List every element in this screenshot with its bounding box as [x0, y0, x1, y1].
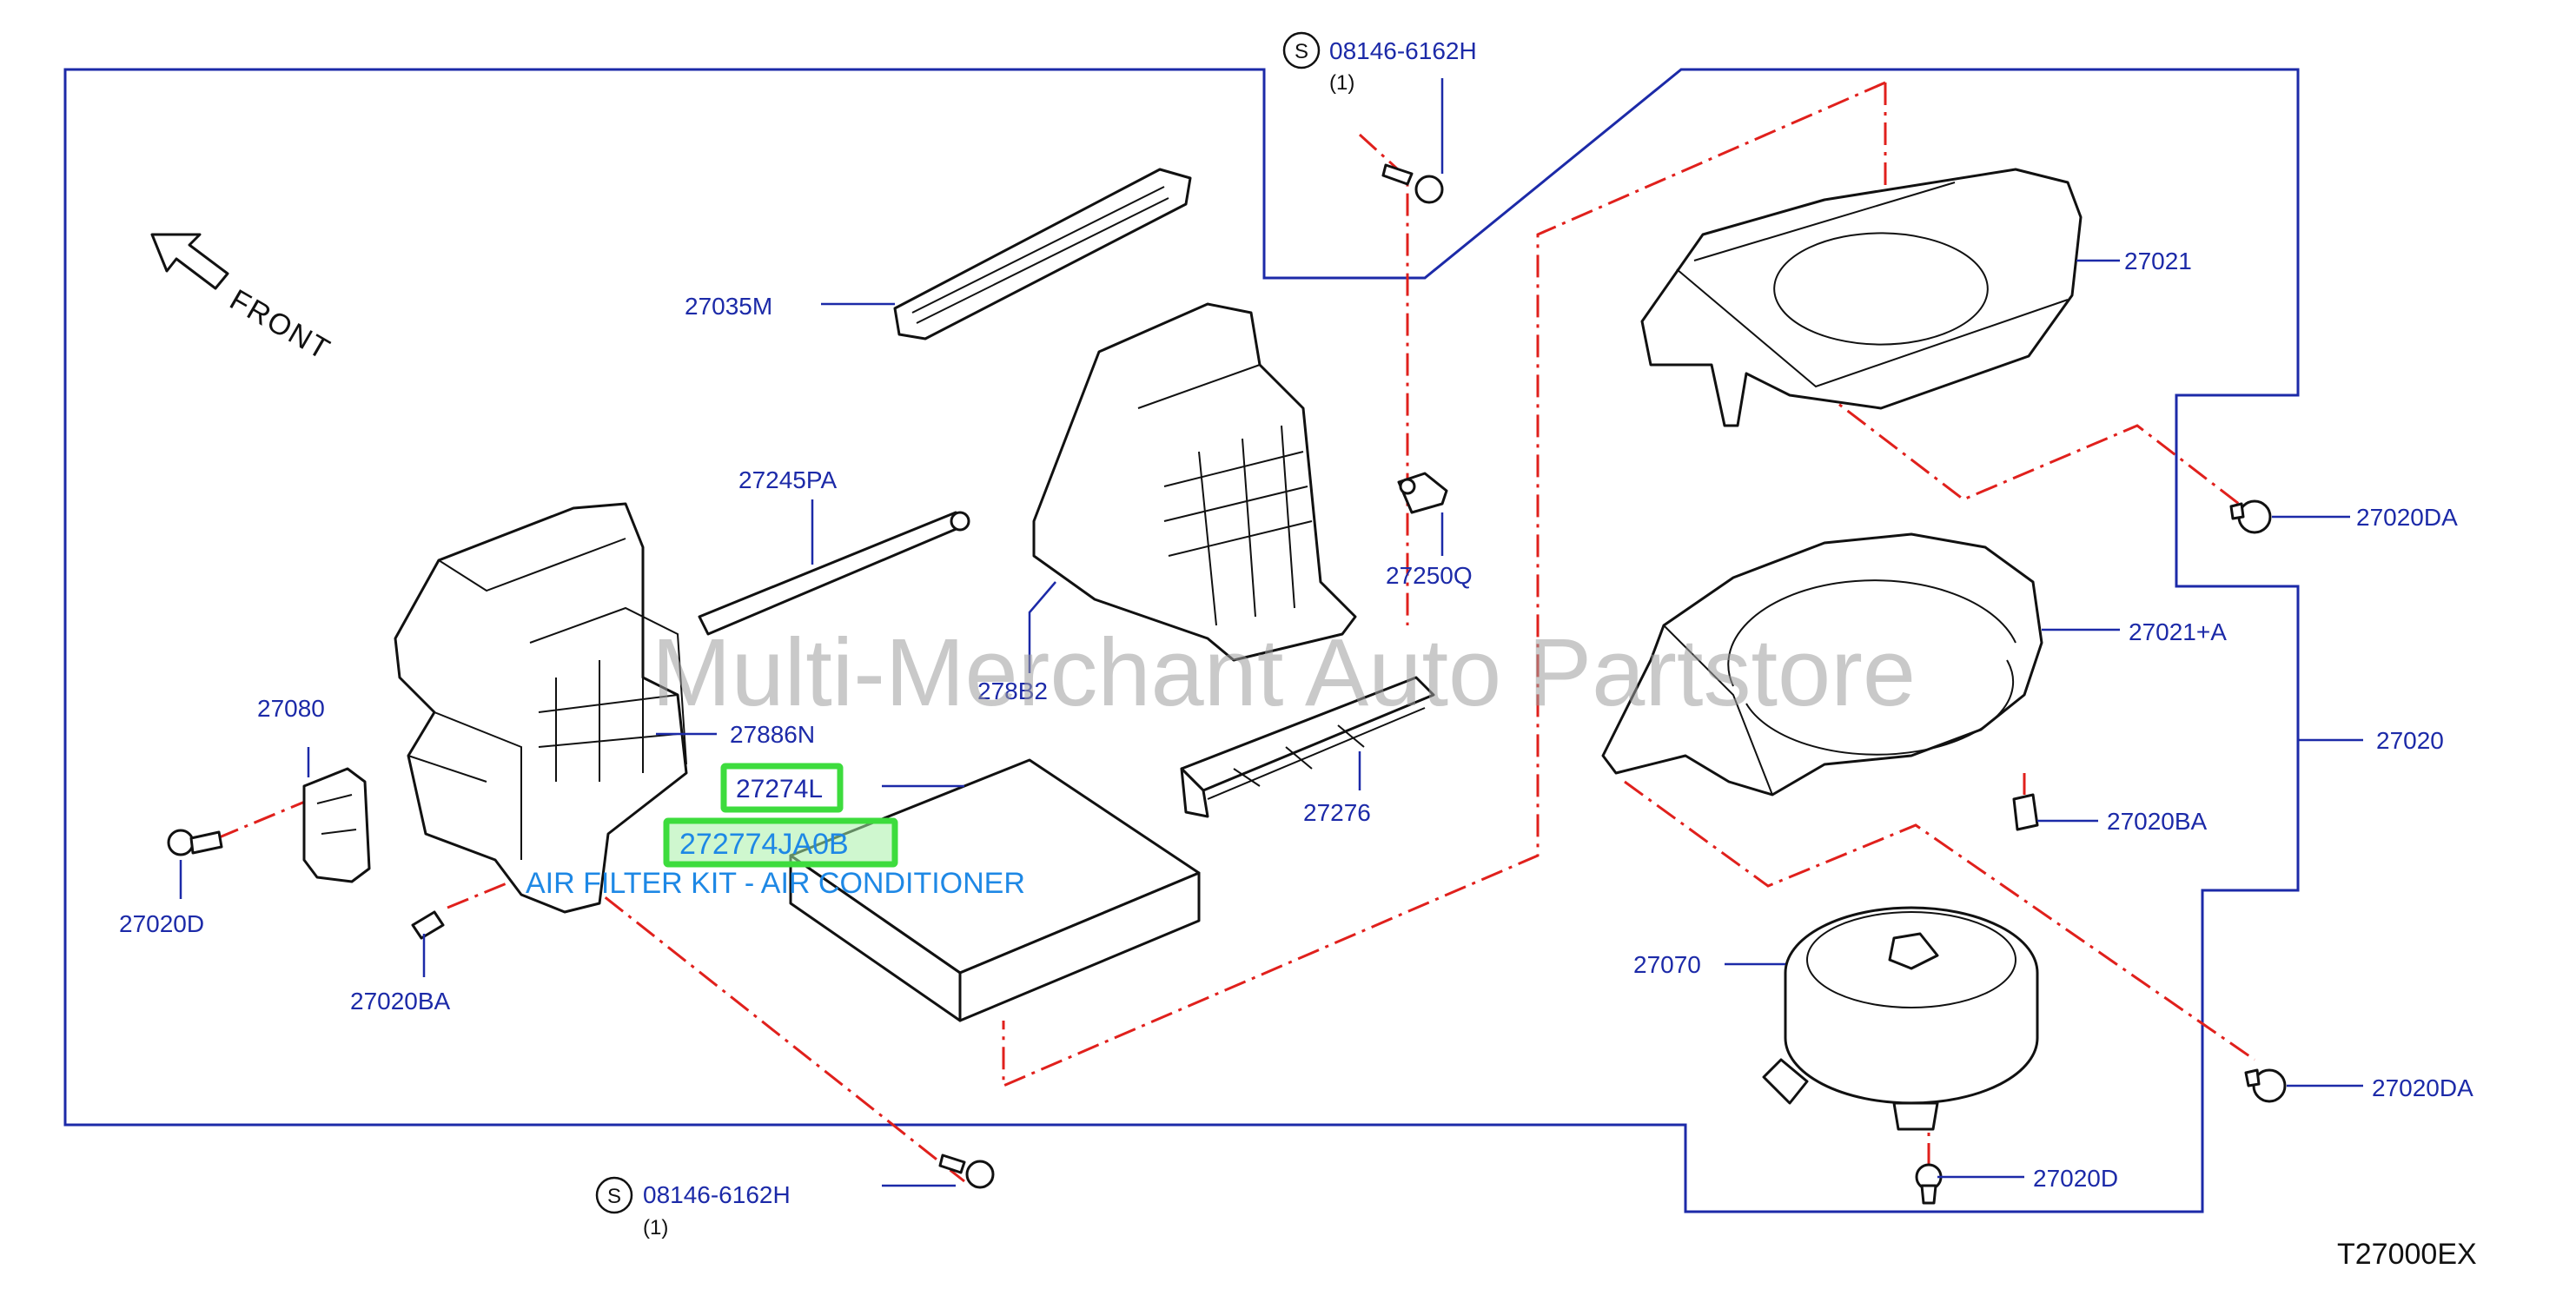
air-filter-shape [789, 758, 1201, 1022]
label-27020d-left[interactable]: 27020D [119, 910, 204, 937]
label-27080[interactable]: 27080 [257, 695, 325, 722]
label-08146-6162h-bottom[interactable]: 08146-6162H [643, 1181, 791, 1208]
label-27020[interactable]: 27020 [2376, 727, 2444, 754]
s-marker-bottom: S [607, 1185, 621, 1208]
screw-27020d-left-shape [167, 829, 223, 856]
part-278b2-shape [1032, 302, 1357, 662]
s-marker-top: S [1295, 40, 1308, 63]
part-27035m-shape [893, 168, 1192, 340]
label-27886n[interactable]: 27886N [730, 721, 815, 748]
label-27276[interactable]: 27276 [1303, 799, 1371, 826]
label-27245pa[interactable]: 27245PA [738, 466, 837, 493]
screw-callout-bottom: S 08146-6162H (1) [595, 1176, 791, 1239]
qty-top: (1) [1329, 71, 1354, 95]
part-27021a-shape [1601, 532, 2043, 797]
part-labels: 27035M 27245PA 27080 27020D 27020BA 2788… [119, 248, 2473, 1192]
part-27250q-shape [1397, 472, 1448, 514]
label-27020ba-right[interactable]: 27020BA [2107, 808, 2208, 835]
part-27080-shape [302, 767, 371, 883]
label-27274l[interactable]: 27274L [736, 775, 823, 803]
part-27245pa-shape [698, 511, 970, 636]
assembly-boundary [63, 68, 2300, 1213]
clip-27020ba-left-shape [411, 910, 445, 940]
leader-lines [179, 78, 2363, 1187]
label-27020da-top[interactable]: 27020DA [2356, 504, 2458, 531]
label-27250q[interactable]: 27250Q [1386, 562, 1473, 589]
front-arrow: FRONT [150, 233, 336, 367]
front-label: FRONT [224, 283, 336, 367]
highlight-272774ja0b[interactable]: 272774JA0B [663, 817, 898, 868]
label-27021a[interactable]: 27021+A [2129, 618, 2227, 645]
part-27021-shape [1640, 168, 2083, 427]
clip-27020ba-right-shape [2012, 793, 2039, 831]
screw-27020da-top-shape [2229, 499, 2272, 534]
highlight-caption: AIR FILTER KIT - AIR CONDITIONER [526, 867, 1025, 900]
screw-top-shape [1381, 163, 1444, 204]
label-27035m[interactable]: 27035M [685, 293, 772, 320]
label-278b2[interactable]: 278B2 [977, 678, 1048, 704]
watermark: Multi-Merchant Auto Partstore [652, 619, 1916, 726]
screw-bottom-shape [938, 1153, 995, 1189]
label-27020d-bottom[interactable]: 27020D [2033, 1165, 2118, 1192]
label-08146-6162h-top[interactable]: 08146-6162H [1329, 37, 1477, 64]
label-27070[interactable]: 27070 [1633, 951, 1701, 978]
drawing-code: T27000EX [2337, 1238, 2477, 1271]
screw-callout-top: S 08146-6162H (1) [1282, 31, 1477, 95]
label-27020da-bottom[interactable]: 27020DA [2372, 1074, 2473, 1101]
screw-27020d-bottom-shape [1915, 1163, 1943, 1205]
part-27070-shape [1762, 906, 2039, 1131]
qty-bottom: (1) [643, 1216, 668, 1239]
label-27020ba-left[interactable]: 27020BA [350, 988, 451, 1015]
part-27276-shape [1180, 676, 1435, 818]
highlight-27274l[interactable]: 27274L [720, 763, 844, 813]
label-27021[interactable]: 27021 [2124, 248, 2192, 274]
label-272774ja0b[interactable]: 272774JA0B [679, 828, 849, 861]
part-27886n-shape [394, 502, 688, 914]
screw-27020da-bottom-shape [2244, 1068, 2287, 1103]
